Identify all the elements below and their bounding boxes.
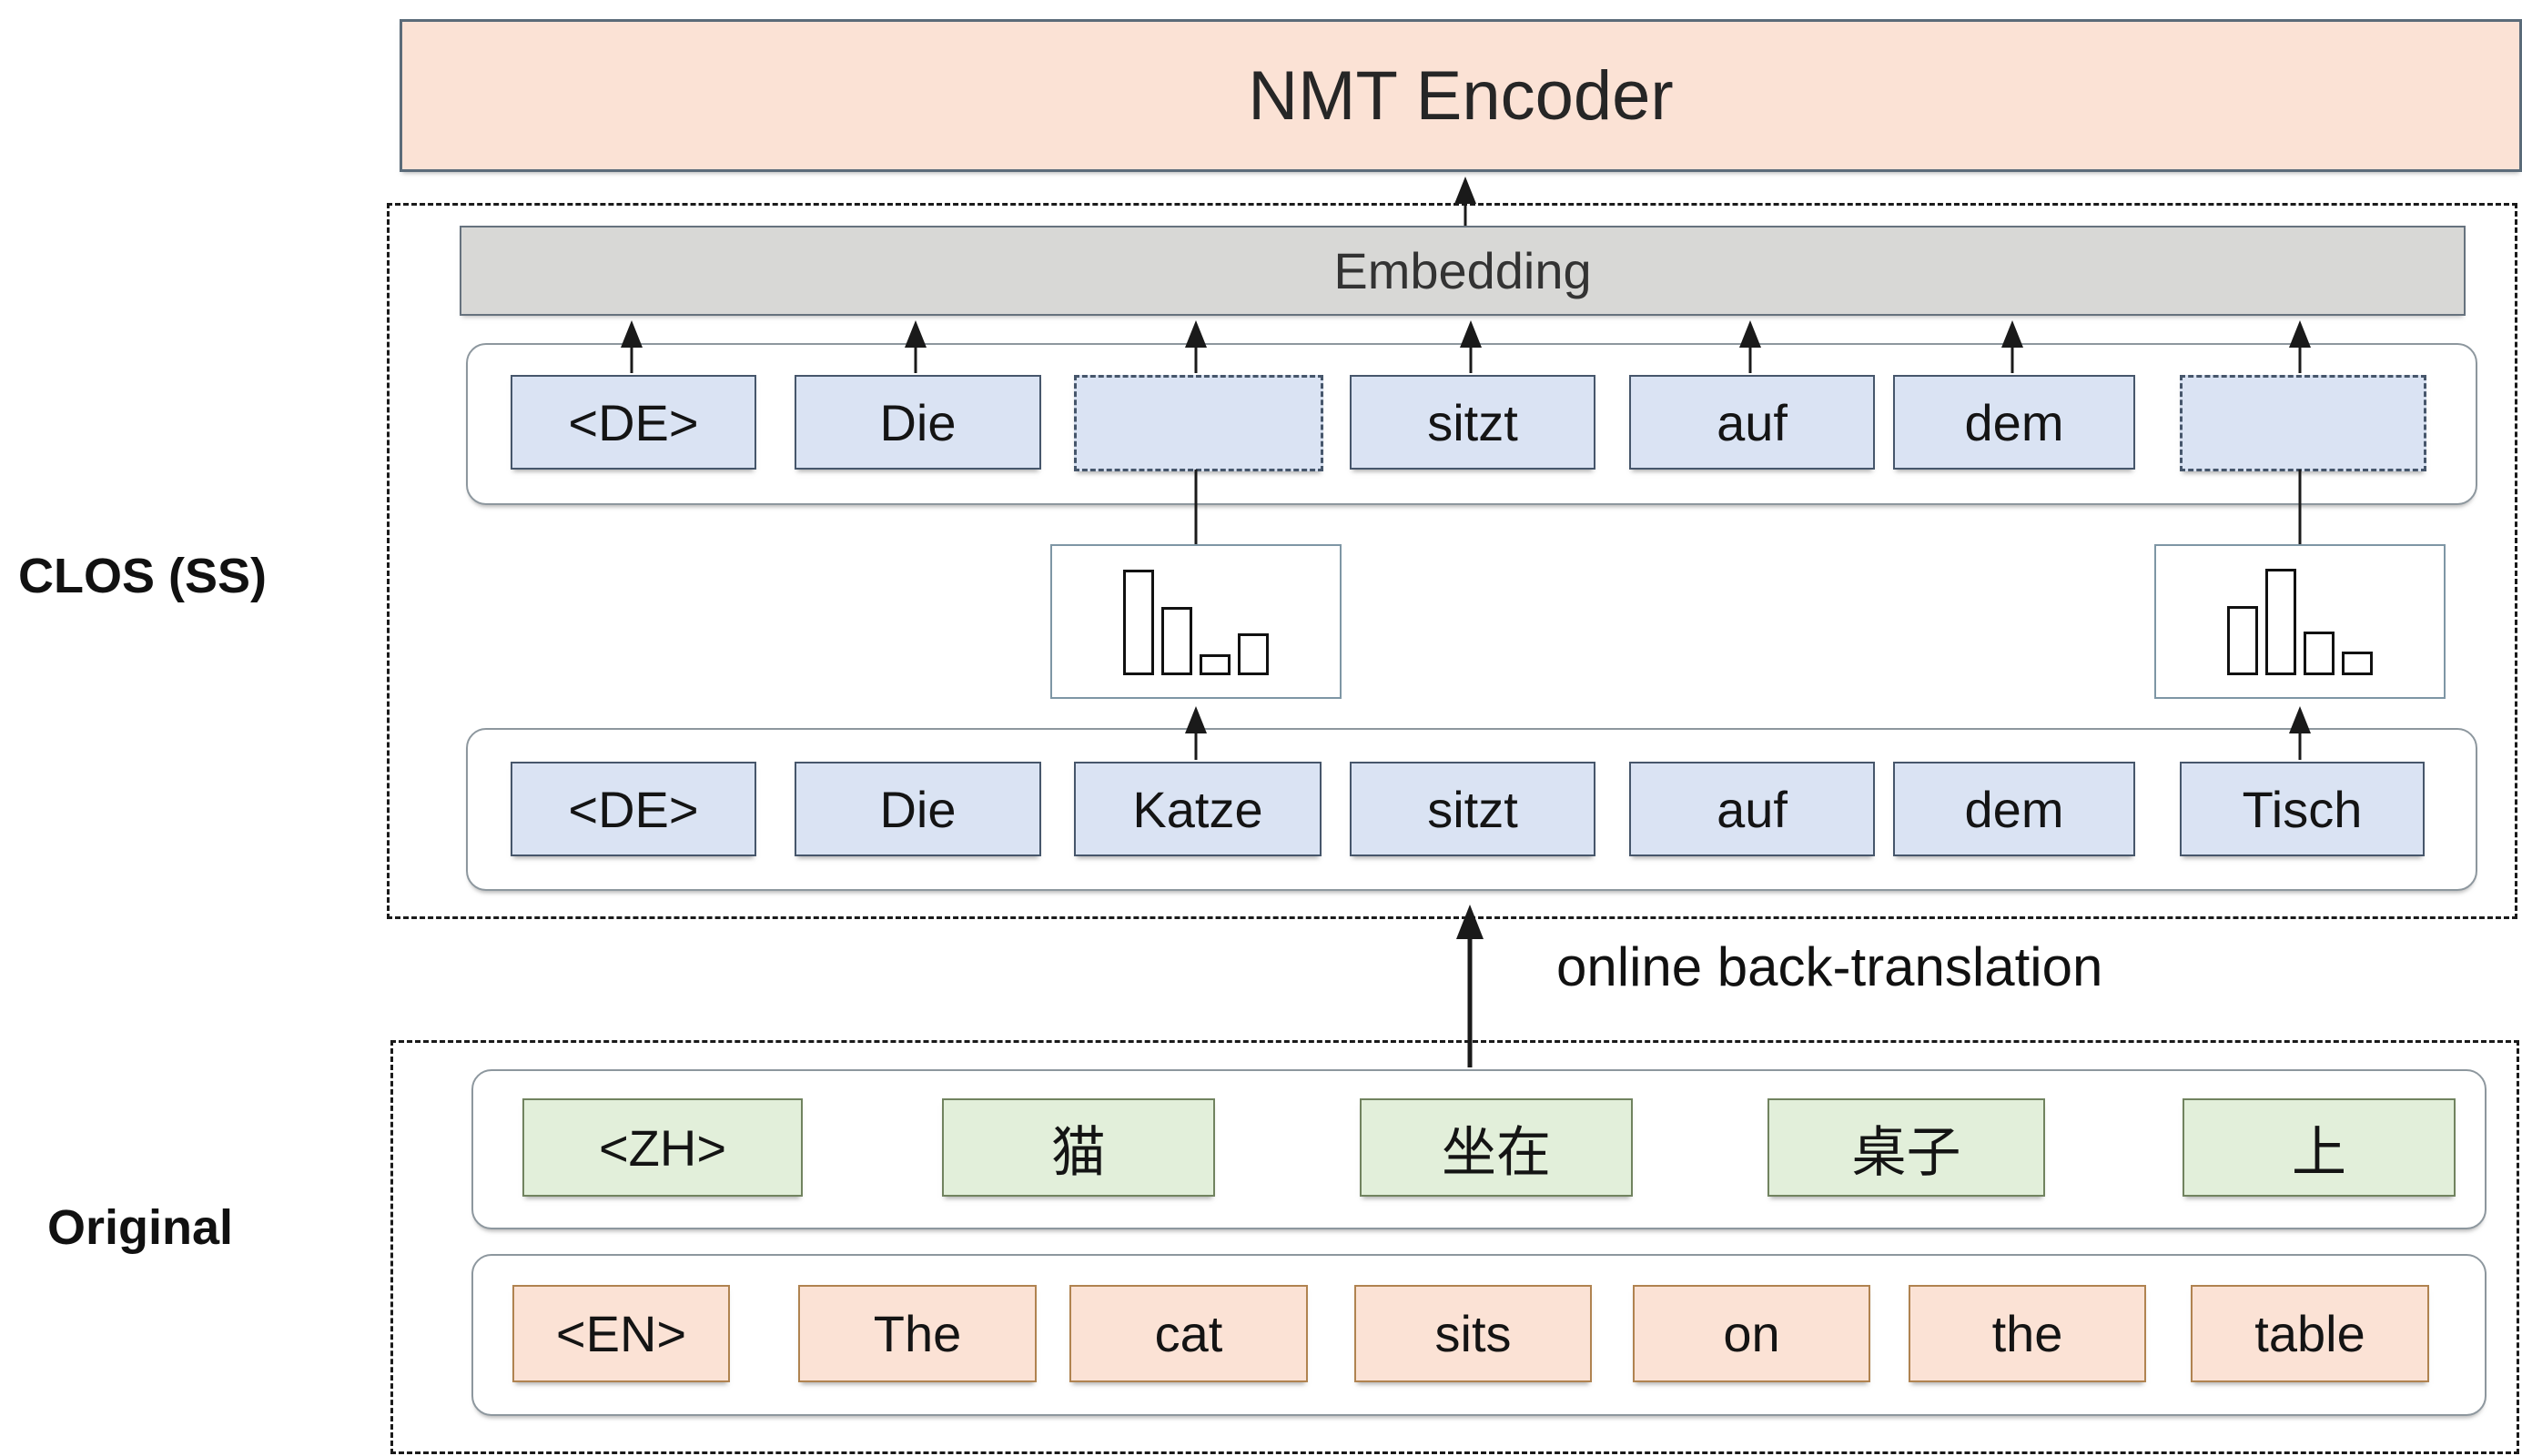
token-label: on — [1723, 1305, 1780, 1362]
masked-row-token-dem: dem — [1893, 375, 2135, 470]
token-label: table — [2254, 1305, 2365, 1362]
zh-row-token-sits: 坐在 — [1360, 1098, 1633, 1197]
token-label: sits — [1434, 1305, 1512, 1362]
bt-row-token-katze: Katze — [1074, 762, 1322, 856]
token-label: auf — [1717, 780, 1788, 838]
token-label: <DE> — [568, 393, 699, 451]
bt-row-token-dem: dem — [1893, 762, 2135, 856]
histogram-bar — [2304, 632, 2335, 675]
bt-row-token-die: Die — [795, 762, 1041, 856]
token-label: 上 — [2292, 1121, 2346, 1183]
masked-row-token-mask2 — [2180, 375, 2426, 471]
token-label: The — [873, 1305, 962, 1362]
en-row-token-lang: <EN> — [512, 1285, 730, 1382]
token-label: 桌子 — [1851, 1121, 1961, 1183]
en-row-token-on: on — [1633, 1285, 1870, 1382]
en-row-token-the2: the — [1909, 1285, 2146, 1382]
masked-row-token-sitzt: sitzt — [1350, 375, 1595, 470]
token-label: cat — [1154, 1305, 1223, 1362]
en-row-token-sits: sits — [1354, 1285, 1592, 1382]
bt-row-token-de: <DE> — [511, 762, 756, 856]
token-label: <ZH> — [598, 1118, 727, 1177]
token-label: 猫 — [1051, 1121, 1106, 1183]
token-label: dem — [1964, 780, 2064, 838]
clos-region — [387, 203, 2517, 919]
zh-row-token-on: 上 — [2183, 1098, 2456, 1197]
histogram-bar — [1161, 607, 1192, 675]
token-label: Die — [879, 393, 957, 451]
token-label: dem — [1964, 393, 2064, 451]
token-label: sitzt — [1427, 780, 1518, 838]
embedding-bar: Embedding — [460, 226, 2466, 316]
token-label: Die — [879, 780, 957, 838]
en-row-token-cat: cat — [1069, 1285, 1308, 1382]
bt-row-token-tisch: Tisch — [2180, 762, 2425, 856]
en-row-token-table: table — [2191, 1285, 2429, 1382]
back-translation-label: online back-translation — [1556, 936, 2103, 997]
zh-row-token-cat: 猫 — [942, 1098, 1215, 1197]
token-label: <DE> — [568, 780, 699, 838]
histogram-bar — [1200, 654, 1231, 675]
bt-row-token-sitzt: sitzt — [1350, 762, 1595, 856]
embedding-label: Embedding — [1333, 242, 1592, 299]
histogram-bar — [2265, 569, 2296, 675]
zh-row-token-table: 桌子 — [1767, 1098, 2045, 1197]
clos-section-label: CLOS (SS) — [18, 549, 268, 603]
token-distribution-left — [1050, 544, 1342, 699]
token-label: Tisch — [2242, 780, 2363, 838]
nmt-encoder-label: NMT Encoder — [1248, 56, 1674, 135]
histogram-bar — [2227, 606, 2258, 675]
en-row-token-the1: The — [798, 1285, 1037, 1382]
token-label: sitzt — [1427, 393, 1518, 451]
masked-row-token-die: Die — [795, 375, 1041, 470]
bt-row-token-auf: auf — [1629, 762, 1875, 856]
token-label: <EN> — [555, 1305, 687, 1362]
original-section-label: Original — [47, 1200, 234, 1255]
masked-row-token-auf: auf — [1629, 375, 1875, 470]
histogram-bar — [1238, 633, 1269, 675]
histogram-bar — [2342, 652, 2373, 675]
token-label: 坐在 — [1442, 1121, 1551, 1183]
token-label: Katze — [1132, 780, 1263, 838]
original-region — [390, 1040, 2519, 1454]
histogram-bar — [1123, 570, 1154, 675]
token-label: the — [1991, 1305, 2063, 1362]
nmt-encoder-box: NMT Encoder — [400, 19, 2522, 172]
token-label: auf — [1717, 393, 1788, 451]
masked-row-token-mask1 — [1074, 375, 1323, 471]
token-distribution-right — [2154, 544, 2446, 699]
masked-row-token-de: <DE> — [511, 375, 756, 470]
zh-row-token-lang: <ZH> — [522, 1098, 803, 1197]
